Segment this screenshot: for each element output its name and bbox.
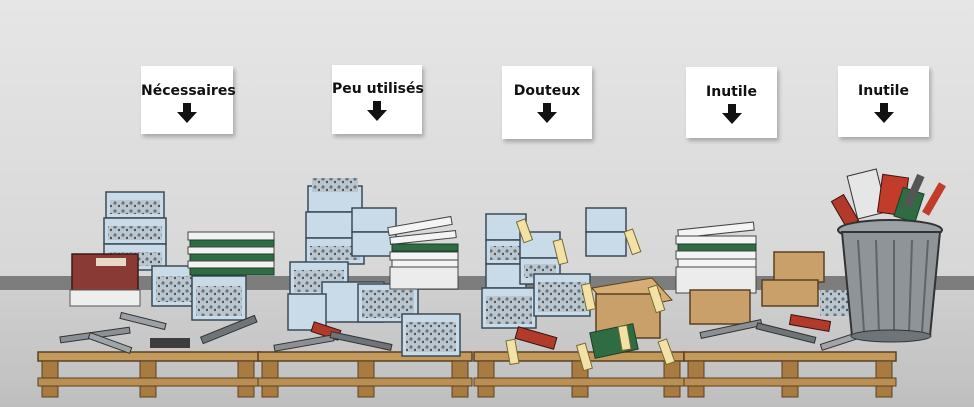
sign-inutile-2: Inutile	[838, 66, 929, 137]
sign-label: Douteux	[513, 83, 581, 99]
sign-inutile-1: Inutile	[686, 67, 777, 138]
pile-inutile	[675, 221, 875, 351]
document-stack	[387, 215, 459, 290]
arrow-down-icon	[367, 101, 387, 121]
sign-peu-utilises: Peu utilisés	[332, 65, 424, 134]
sign-label: Inutile	[858, 83, 909, 99]
sign-necessaires: Nécessaires	[141, 66, 236, 134]
tag-icon	[505, 218, 676, 372]
arrow-down-icon	[873, 103, 894, 123]
tools-necessaires	[59, 311, 258, 354]
sign-label: Inutile	[706, 84, 757, 100]
tools-peu-utilises	[273, 321, 393, 352]
arrow-down-icon	[721, 104, 742, 124]
pile-peu-utilises	[273, 178, 461, 357]
document-stack	[675, 221, 757, 294]
sign-douteux: Douteux	[502, 66, 592, 139]
pallet-douteux	[473, 351, 685, 398]
sign-label: Nécessaires	[141, 83, 236, 99]
binder-stack	[187, 231, 275, 276]
pallet-peu-utilises	[257, 351, 473, 398]
arrow-down-icon	[177, 103, 197, 123]
pallet-necessaires	[37, 351, 261, 398]
trash-contents	[830, 168, 946, 229]
pallet-inutile	[683, 351, 897, 398]
sign-label: Peu utilisés	[332, 81, 424, 97]
pile-necessaires	[59, 191, 275, 354]
arrow-down-icon	[537, 103, 557, 123]
pile-douteux	[481, 207, 676, 372]
trash-can	[830, 168, 946, 343]
